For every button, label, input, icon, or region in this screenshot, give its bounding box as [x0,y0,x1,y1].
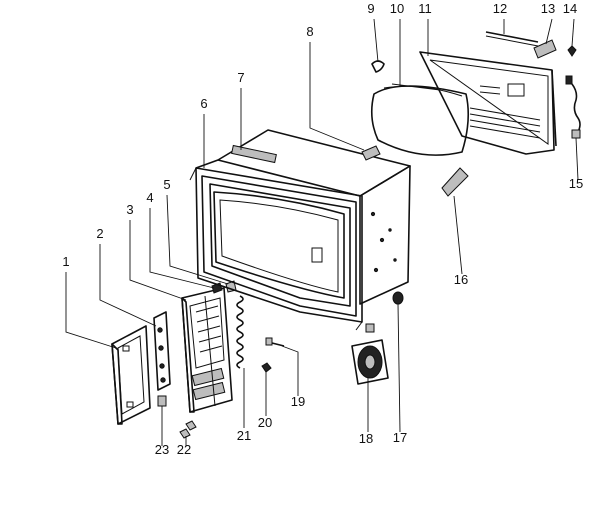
callout-13: 13 [541,1,555,16]
callout-17: 17 [393,430,407,445]
callout-4: 4 [146,190,153,205]
part-17-screw [392,291,404,305]
callout-15: 15 [569,176,583,191]
callout-1: 1 [62,254,69,269]
part-1-bracket [111,325,151,425]
part-13-handle [533,39,557,59]
callout-5: 5 [163,177,170,192]
part-21-spring [236,295,244,369]
callout-23: 23 [155,442,169,457]
part-22-screws [179,420,197,439]
callout-6: 6 [200,96,207,111]
callout-14: 14 [563,1,577,16]
part-2-terminal-strip [153,311,171,391]
callout-labels: 1 2 3 4 5 6 7 8 9 10 11 12 13 14 15 16 1… [62,1,583,457]
part-6-front-bezel [189,167,363,331]
part-20-screw [261,362,272,373]
part-16-knob [441,167,469,197]
callout-18: 18 [359,431,373,446]
callout-12: 12 [493,1,507,16]
callout-2: 2 [96,226,103,241]
part-23-clip [157,395,167,407]
part-11-back-cover [419,51,557,155]
callout-10: 10 [390,1,404,16]
callout-11: 11 [418,1,432,16]
callout-19: 19 [291,394,305,409]
callout-21: 21 [237,428,251,443]
part-19-pin [265,337,285,347]
callout-20: 20 [258,415,272,430]
part-18-speaker [351,323,389,385]
callout-3: 3 [126,202,133,217]
callout-16: 16 [454,272,468,287]
callout-7: 7 [237,70,244,85]
callout-9: 9 [367,1,374,16]
callout-8: 8 [306,24,313,39]
part-3-control-panel [181,287,233,413]
part-9-clamp [371,60,385,73]
part-8-clip [361,145,381,161]
leader-lines [65,18,579,446]
callout-22: 22 [177,442,191,457]
part-14-screw [567,45,577,57]
part-7-cabinet [195,129,411,305]
part-12-rod [485,31,539,47]
part-15-power-cord [565,75,581,139]
